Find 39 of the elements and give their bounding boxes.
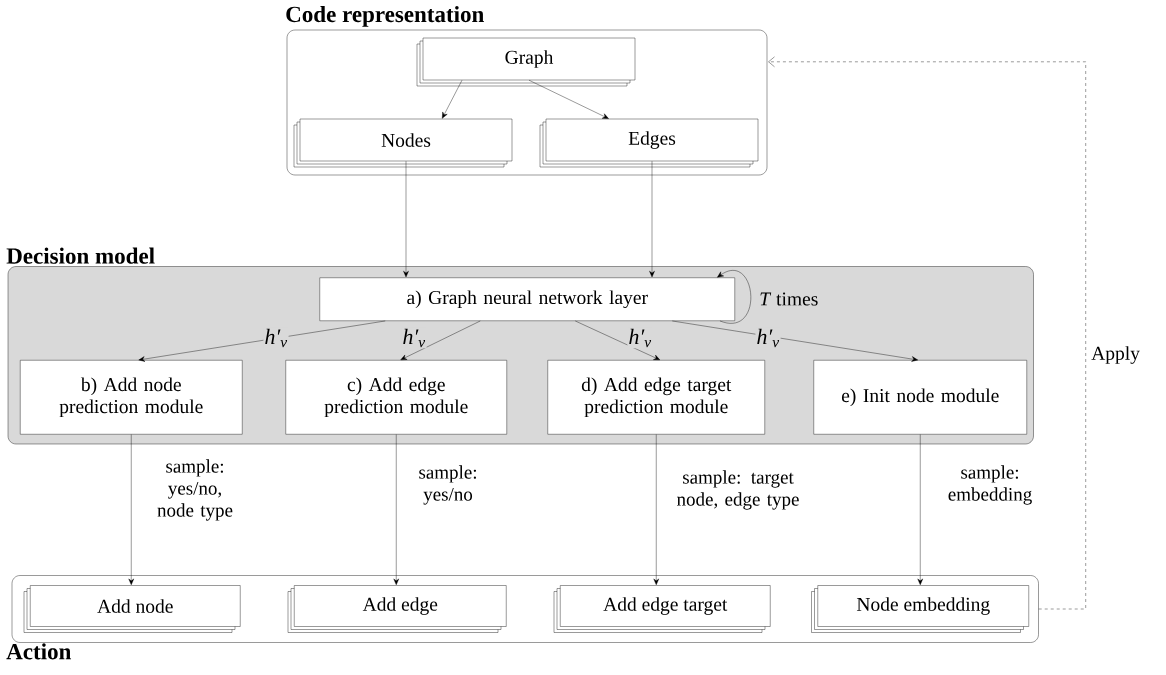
edge-label: h′$_{v}$ [755, 327, 781, 349]
edge-label: sample: yes/no [419, 465, 476, 505]
edge-label: h′$_{v}$ [401, 327, 427, 349]
arrow [138, 320, 386, 362]
arrow [768, 56, 1086, 610]
stacked-box: Nodes [293, 118, 513, 168]
arrow [403, 161, 409, 278]
node-label: Action [6, 643, 72, 660]
edge-label: sample: embedding [948, 465, 1032, 505]
stacked-box: Add edge target [553, 585, 771, 633]
arrow [442, 80, 463, 119]
module-box: a) Graph neural network layer [319, 277, 735, 321]
node-label: Code representation [286, 5, 484, 27]
arrow [717, 270, 751, 324]
arrow [400, 320, 481, 361]
edge-label: sample: yes/no, node type [157, 459, 233, 521]
stacked-box: Edges [539, 118, 759, 168]
stacked-box: Add node [23, 585, 241, 633]
arrow [128, 434, 134, 585]
module-box: b) Add node prediction module [20, 360, 243, 435]
arrow [672, 320, 918, 362]
node-label: Decision model [6, 247, 155, 264]
arrow [917, 434, 923, 585]
stacked-box: Node embedding [811, 585, 1029, 633]
module-box: e) Init node module [813, 360, 1027, 435]
edge-label: h′$_{v}$ [627, 327, 653, 349]
module-box: c) Add edge prediction module [285, 360, 507, 435]
edge-label: sample: target node, edge type [677, 470, 799, 510]
module-box: d) Add edge target prediction module [547, 360, 765, 435]
arrow [528, 80, 609, 119]
edge-label: h′$_{v}$ [263, 327, 289, 349]
stacked-box: Add edge [287, 585, 507, 633]
arrow [575, 320, 660, 361]
arrow [393, 434, 399, 585]
edge-label: Apply [1091, 346, 1140, 364]
edge-label: T times [760, 292, 818, 306]
stacked-box: Graph [416, 37, 636, 87]
arrow [649, 161, 655, 278]
arrow [653, 434, 659, 585]
